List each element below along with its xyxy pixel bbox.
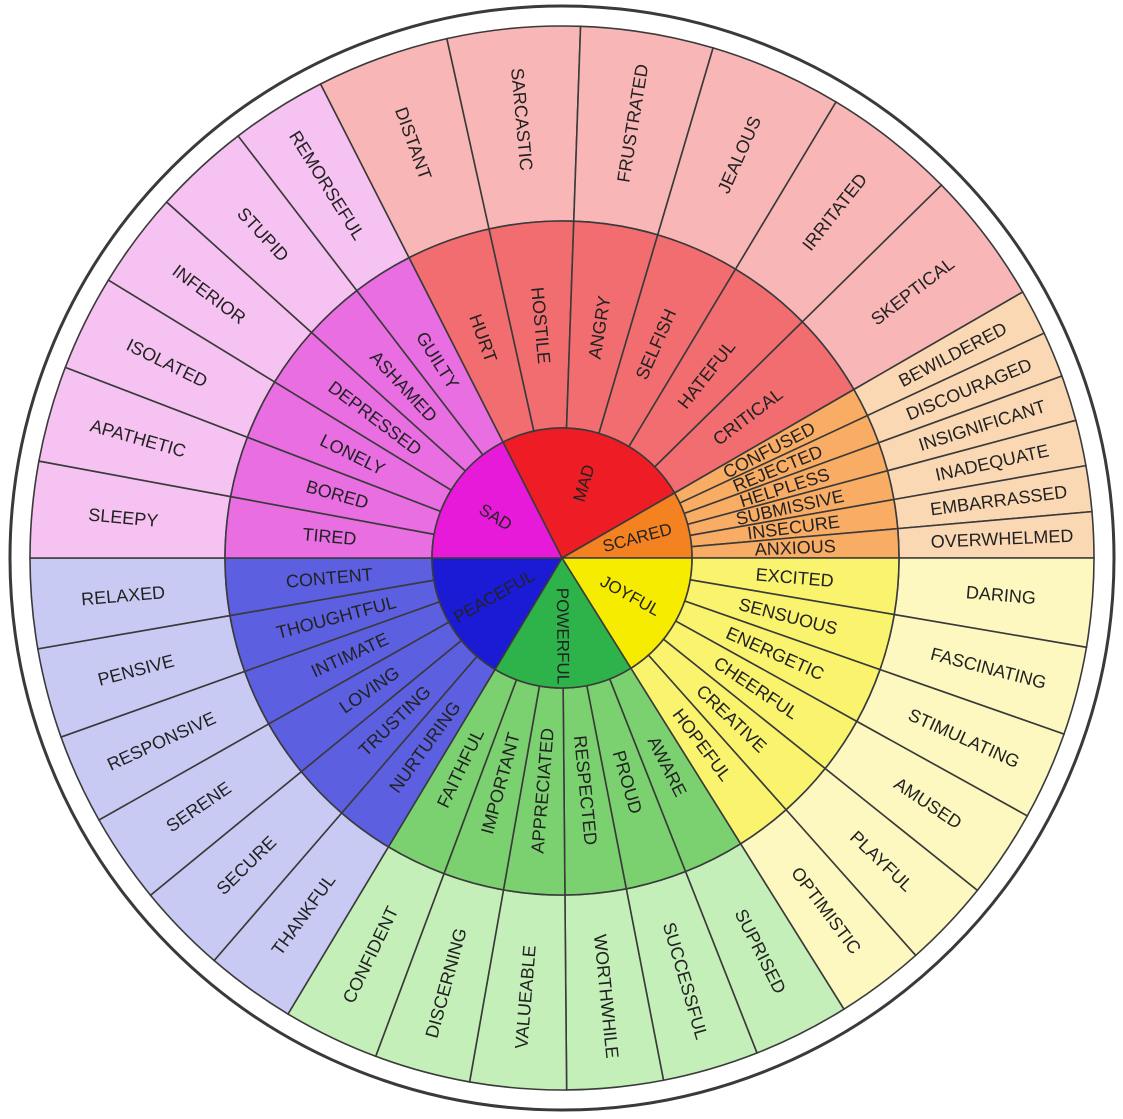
- core-label-powerful: POWERFUL: [553, 588, 573, 685]
- mid-label-tired: TIRED: [302, 524, 358, 549]
- core-wedge-powerful: [493, 556, 632, 689]
- mid-label-anxious: ANXIOUS: [754, 536, 836, 560]
- core-wedge-peaceful: [431, 557, 564, 671]
- core-wedge-sad: [431, 441, 564, 559]
- core-wedge-joyful: [560, 557, 693, 670]
